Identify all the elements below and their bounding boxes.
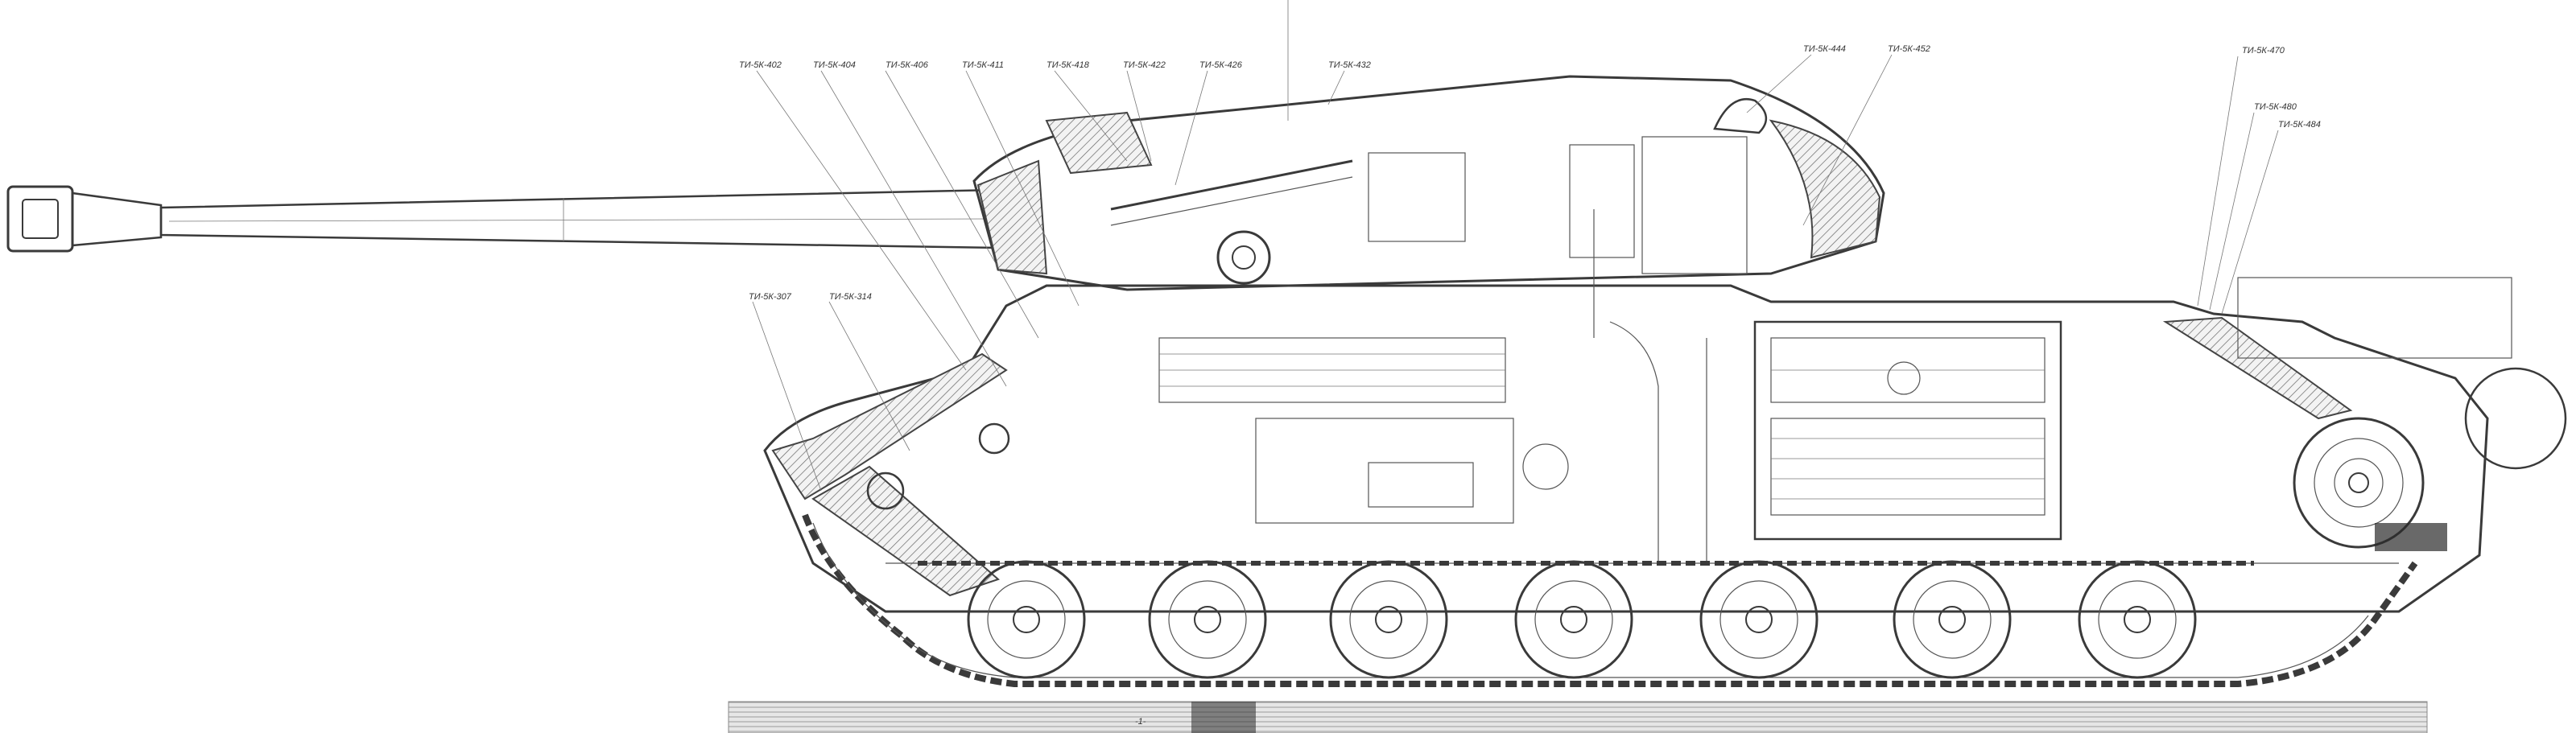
callout-label: ТИ-5К-314 <box>829 292 872 302</box>
road-wheel-1 <box>967 560 1086 679</box>
road-wheel-7 <box>2078 560 2197 679</box>
callout-label: ТИ-5К-402 <box>739 60 782 70</box>
callout-label: ТИ-5К-452 <box>1888 44 1930 54</box>
ground-strip: -1- <box>728 701 2428 733</box>
callouts: ТИ-5К-402 ТИ-5К-404 ТИ-5К-406 ТИ-5К-411 … <box>739 44 2321 302</box>
road-wheel-3 <box>1329 560 1448 679</box>
callout-label: ТИ-5К-444 <box>1803 44 1846 54</box>
callout-label: ТИ-5К-307 <box>749 292 792 302</box>
hull <box>763 209 2567 613</box>
road-wheel-5 <box>1699 560 1818 679</box>
callout-leaders <box>752 54 2279 492</box>
callout-label: ТИ-5К-470 <box>2242 46 2285 56</box>
road-wheel-2 <box>1148 560 1267 679</box>
callout-label: ТИ-5К-406 <box>886 60 929 70</box>
callout-label: ТИ-5К-422 <box>1123 60 1166 70</box>
ground-mark: -1- <box>1135 717 1146 727</box>
callout-label: ТИ-5К-432 <box>1328 60 1371 70</box>
callout-label: ТИ-5К-426 <box>1199 60 1243 70</box>
callout-label: ТИ-5К-411 <box>962 60 1004 70</box>
callout-label: ТИ-5К-404 <box>813 60 856 70</box>
callout-label: ТИ-5К-480 <box>2254 102 2297 112</box>
road-wheel-6 <box>1893 560 2012 679</box>
running-gear <box>802 513 2418 687</box>
gun-barrel <box>6 185 1000 253</box>
engine-block <box>1753 320 2062 541</box>
callout-label: ТИ-5К-418 <box>1046 60 1090 70</box>
callout-label: ТИ-5К-484 <box>2278 120 2321 130</box>
final-drive <box>2237 277 2567 551</box>
road-wheel-4 <box>1514 560 1633 679</box>
turret <box>972 0 1885 291</box>
